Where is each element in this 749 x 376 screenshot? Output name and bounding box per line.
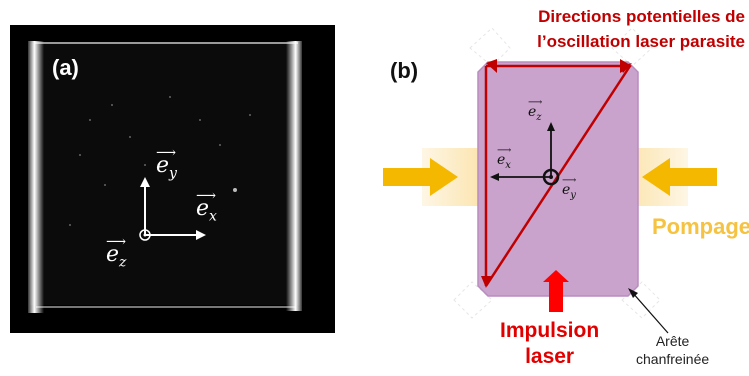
panel-b-diagram bbox=[383, 27, 717, 334]
corner-diamonds bbox=[453, 27, 661, 319]
edge-pointer-line bbox=[631, 291, 669, 334]
camera-image bbox=[10, 25, 335, 333]
chamfered-edge-label: Arête chanfreinée bbox=[636, 332, 709, 368]
pump-label: Pompage bbox=[652, 214, 749, 239]
impulse-label: Impulsion laser bbox=[500, 318, 599, 370]
right-glow-edge bbox=[286, 41, 302, 311]
panel-a-image bbox=[10, 25, 335, 333]
parasitic-title-line2: l’oscillation laser parasite bbox=[537, 32, 745, 51]
ey-label-a: ⟶ ey bbox=[156, 145, 177, 182]
parasitic-title-line1: Directions potentielles de bbox=[538, 7, 745, 26]
impulse-arrow bbox=[543, 270, 569, 312]
parasitic-title: Directions potentielles de l’oscillation… bbox=[537, 4, 745, 54]
panel-a-label: (a) bbox=[52, 55, 79, 80]
panel-b-label: (b) bbox=[390, 58, 419, 83]
ez-label-b: ⟶ ez bbox=[528, 97, 543, 123]
impulse-label-line1: Impulsion bbox=[500, 319, 600, 342]
edge-pointer-head bbox=[628, 288, 638, 298]
ex-label-a: ⟶ ex bbox=[196, 188, 217, 225]
pump-arrow-left bbox=[383, 158, 458, 196]
left-glow-edge bbox=[28, 41, 44, 313]
parasitic-arrowheads bbox=[481, 59, 632, 288]
speckle-dots bbox=[69, 96, 251, 226]
pump-arrow-right bbox=[642, 158, 717, 196]
ex-label-b: ⟶ ex bbox=[497, 145, 512, 171]
ez-axis-dot bbox=[139, 229, 151, 241]
chamfered-edge-line1: Arête bbox=[655, 333, 690, 349]
ez-label-a: ⟶ ez bbox=[106, 234, 127, 271]
impulse-label-line2: laser bbox=[525, 345, 575, 368]
ey-label-b: ⟶ ey bbox=[562, 175, 577, 201]
ey-axis-dot-b bbox=[542, 168, 560, 186]
chamfered-edge-line2: chanfreinée bbox=[636, 351, 710, 367]
